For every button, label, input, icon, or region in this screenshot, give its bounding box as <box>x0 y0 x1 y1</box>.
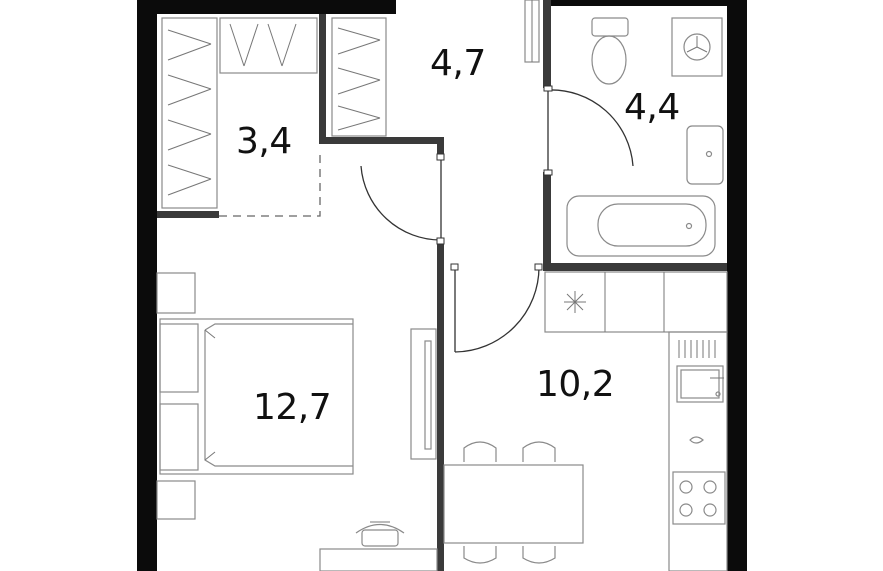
kitchen-furniture <box>443 271 728 571</box>
outer-wall-left <box>137 0 157 571</box>
wardrobe-wall-right <box>319 14 326 142</box>
bathroom-area-label: 4,4 <box>624 87 680 128</box>
hall-fixtures <box>524 0 540 63</box>
walls <box>137 0 747 571</box>
wardrobe-wall-bottom-left <box>157 211 219 218</box>
bathroom-door <box>543 85 634 176</box>
bathroom-wall-left-bottom <box>543 172 551 270</box>
bedroom-wall-right <box>437 242 444 571</box>
outer-wall-top-right <box>548 0 728 6</box>
outer-wall-top-left <box>157 0 322 14</box>
bedroom-door-jamb <box>437 137 444 160</box>
bedroom-door <box>360 153 445 245</box>
outer-wall-top-mid <box>322 0 396 14</box>
bedroom-furniture <box>156 272 438 571</box>
bathroom-wall-left-top <box>543 0 551 88</box>
kitchen-door <box>450 263 543 353</box>
bathroom-wall-bottom <box>543 263 727 271</box>
bathroom-fixtures <box>566 17 724 257</box>
kitchen-area-label: 10,2 <box>536 364 615 405</box>
wardrobe-area-label: 3,4 <box>236 121 292 162</box>
hall-area-label: 4,7 <box>430 43 486 84</box>
bedroom-area-label: 12,7 <box>253 387 332 428</box>
wardrobe-furniture <box>161 17 387 217</box>
wardrobe-wall-bottom-right <box>319 137 441 144</box>
outer-wall-right <box>727 0 747 571</box>
